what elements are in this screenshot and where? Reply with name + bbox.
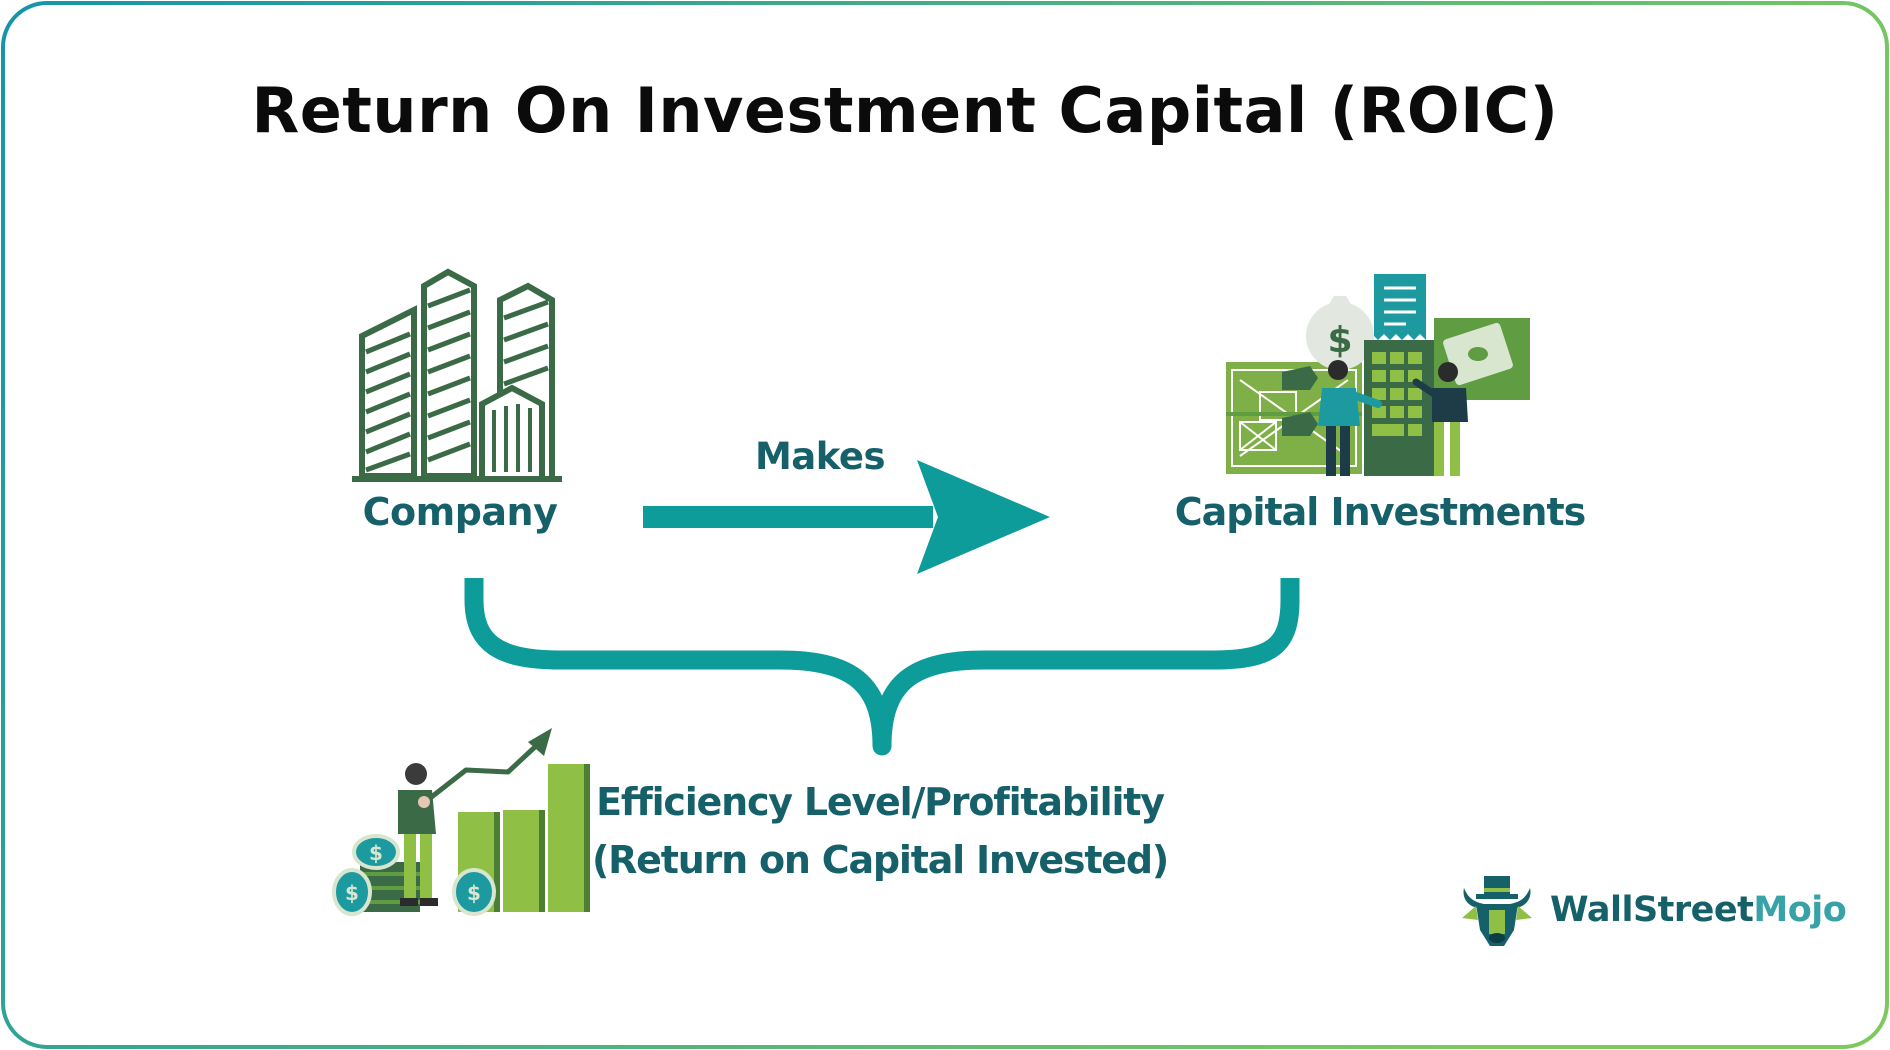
growth-chart-icon: $ $ $: [332, 728, 590, 916]
page-title: Return On Investment Capital (ROIC): [251, 74, 1559, 147]
capital-investments-label: Capital Investments: [1174, 490, 1587, 534]
svg-text:$: $: [369, 841, 383, 865]
svg-text:$: $: [345, 881, 359, 905]
capital-investments-icon: $: [1226, 274, 1530, 476]
curly-brace: [464, 578, 1300, 756]
brand-wordmark: WallStreetMojo: [1550, 890, 1847, 930]
makes-arrow: [643, 460, 1050, 574]
svg-text:$: $: [1327, 320, 1352, 361]
brand-part1: WallStreet: [1550, 890, 1754, 930]
brand-part2: Mojo: [1753, 890, 1847, 930]
buildings-icon: [352, 268, 562, 482]
makes-label: Makes: [754, 435, 886, 478]
return-on-capital-label: (Return on Capital Invested): [591, 838, 1169, 882]
bull-logo-icon: [1462, 876, 1532, 946]
company-label: Company: [362, 490, 558, 534]
svg-text:$: $: [467, 881, 481, 905]
efficiency-label: Efficiency Level/Profitability: [596, 780, 1165, 824]
